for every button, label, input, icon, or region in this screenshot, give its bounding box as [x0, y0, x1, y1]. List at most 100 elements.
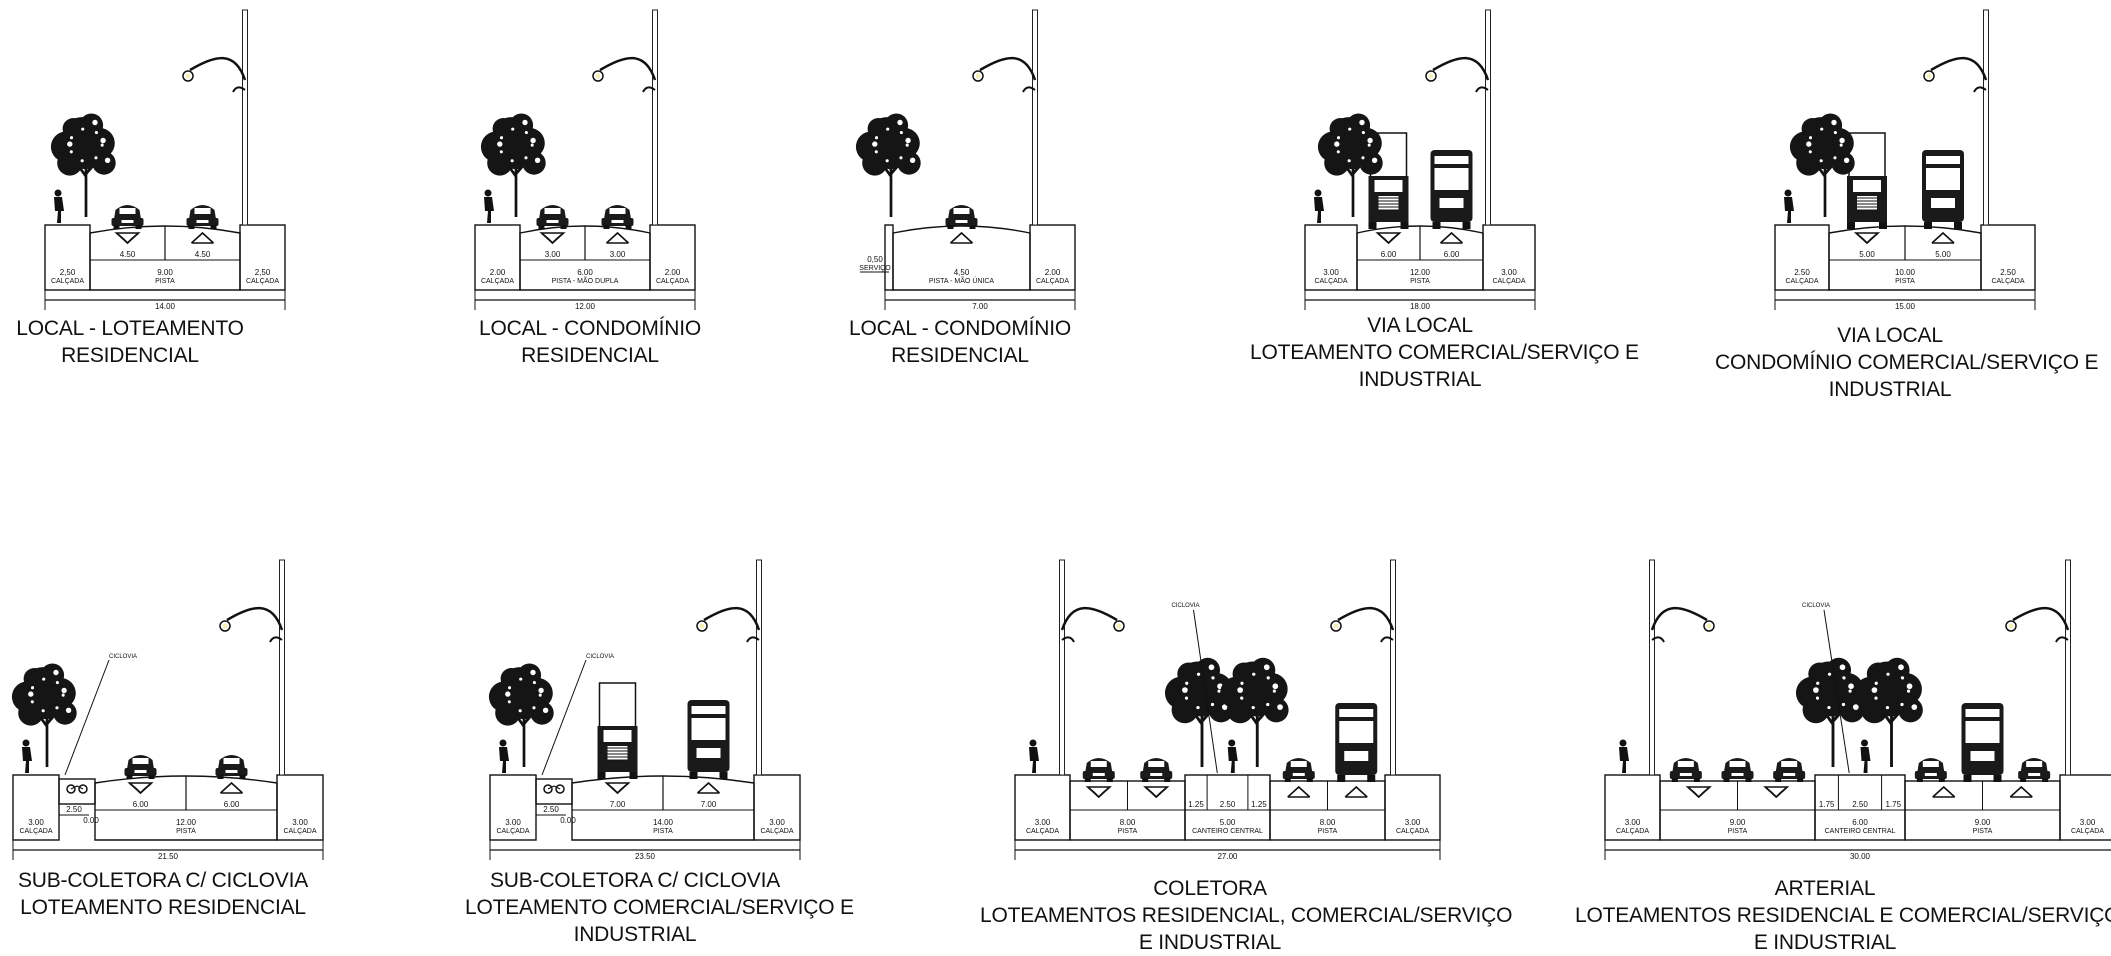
left-sidewalk-width: 3.00 [1035, 818, 1051, 827]
bike-lane-width: 2.50 [543, 805, 559, 814]
total-width: 12.00 [575, 302, 596, 311]
right-sidewalk-width: 3.00 [2080, 818, 2096, 827]
caption-line: SUB-COLETORA C/ CICLOVIA [489, 869, 781, 892]
bicycle-icon [66, 784, 88, 794]
left-sidewalk-width: 2.00 [490, 268, 506, 277]
right-sidewalk-width: 2.00 [1045, 268, 1061, 277]
total-width: 15.00 [1895, 302, 1916, 311]
bicycle-icon [543, 784, 565, 794]
ciclovia-annotation: CICLOVIA [1802, 603, 1830, 609]
caption-line: E INDUSTRIAL [1753, 931, 1897, 954]
pedestrian-icon [1784, 189, 1794, 223]
left-sidewalk-label: CALÇADA [1785, 278, 1818, 285]
car-icon [215, 755, 248, 779]
left-sidewalk-width: 3.00 [1323, 268, 1339, 277]
pedestrian-icon [1314, 189, 1324, 223]
car-icon [1914, 758, 1947, 782]
arrow-down-icon [1685, 786, 1712, 799]
caption-line: LOTEAMENTO COMERCIAL/SERVIÇO E [465, 896, 854, 919]
roadway [94, 775, 278, 841]
street-lamp-icon [2005, 559, 2071, 776]
bike-lane-width: 2.50 [66, 805, 82, 814]
right-sidewalk-width: 3.00 [292, 818, 308, 827]
caption-line: RESIDENCIAL [521, 344, 659, 367]
pista-label: PISTA [653, 828, 673, 835]
right-sidewalk [1029, 224, 1076, 291]
lane-right-width: 7.00 [701, 800, 717, 809]
bike-lane [535, 778, 573, 805]
right-sidewalk-label: CALÇADA [283, 828, 316, 835]
pedestrian-icon [22, 739, 32, 773]
street-lamp-icon [1649, 559, 1715, 776]
arrow-up-icon [219, 781, 244, 794]
pista-label: PISTA [176, 828, 196, 835]
caption-line: E INDUSTRIAL [1138, 931, 1282, 954]
pedestrian-icon [1619, 739, 1629, 773]
arrow-down-icon [1085, 786, 1112, 799]
tree-icon [1795, 657, 1865, 767]
lane-right-width: 4.50 [195, 250, 211, 259]
bus-icon [1335, 703, 1378, 782]
section-caption: LOCAL - CONDOMÍNIO RESIDENCIAL [460, 315, 720, 369]
arrow-up-icon [1932, 785, 1956, 798]
left-sidewalk-label: CALÇADA [1616, 828, 1649, 835]
tree-icon [11, 663, 77, 767]
car-icon [1082, 758, 1115, 782]
lane-right-width: 3.00 [610, 250, 626, 259]
bus-icon [687, 700, 730, 779]
pedestrian-icon [1029, 739, 1039, 773]
arrow-up-icon [696, 781, 721, 794]
lane-left-width: 3.00 [545, 250, 561, 259]
lane-left-width: 6.00 [1381, 250, 1397, 259]
right-sidewalk-width: 2.50 [2000, 268, 2016, 277]
caption-line: LOCAL - CONDOMÍNIO [849, 317, 1071, 340]
car-icon [1773, 758, 1806, 782]
total-width: 30.00 [1850, 852, 1871, 861]
left-sidewalk-label: CALÇADA [1026, 828, 1059, 835]
left-pista-width: 8.00 [1120, 818, 1136, 827]
arrow-down-icon [1375, 232, 1402, 245]
arrow-down-icon [539, 232, 566, 245]
tree-icon [488, 663, 554, 767]
caption-line: LOCAL - CONDOMÍNIO [479, 317, 701, 340]
ciclovia-annotation: CICLOVIA [109, 654, 137, 660]
right-sidewalk [2059, 774, 2111, 841]
pista-label: PISTA [155, 278, 175, 285]
arrow-up-icon [1344, 785, 1368, 798]
right-sidewalk [1384, 774, 1441, 841]
lane-left-width: 7.00 [610, 800, 626, 809]
left-sidewalk-label: CALÇADA [19, 828, 52, 835]
lane-left-width: 5.00 [1859, 250, 1875, 259]
tree-icon [1854, 657, 1923, 767]
right-sidewalk-width: 3.00 [1405, 818, 1421, 827]
buffer-width: 0.00 [560, 816, 576, 825]
tree-icon [1317, 113, 1383, 217]
total-width: 7.00 [972, 302, 988, 311]
total-width: 18.00 [1410, 302, 1431, 311]
left-pista-width: 9.00 [1730, 818, 1746, 827]
pedestrian-icon [484, 189, 494, 223]
arrow-up-icon [949, 231, 974, 244]
right-sidewalk-label: CALÇADA [1396, 828, 1429, 835]
ciclovia-annotation: CICLOVIA [586, 654, 614, 660]
street-lamp-icon [1059, 559, 1125, 776]
median-label: CANTEIRO CENTRAL [1825, 828, 1896, 835]
car-icon [186, 205, 219, 229]
roadway [519, 225, 651, 291]
right-sidewalk-label: CALÇADA [1036, 278, 1069, 285]
pista-width: 10.00 [1895, 268, 1916, 277]
car-icon [601, 205, 634, 229]
